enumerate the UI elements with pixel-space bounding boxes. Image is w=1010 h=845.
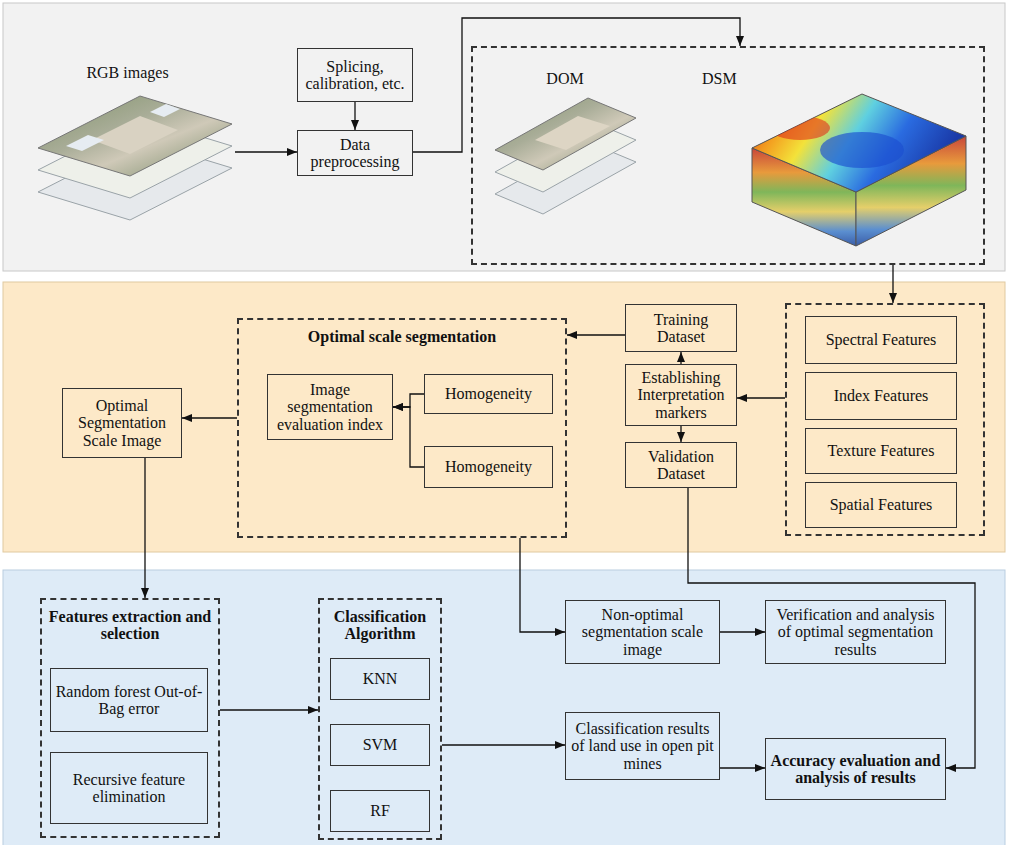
box-label: Index Features xyxy=(834,387,929,404)
flow-arrow xyxy=(720,767,765,768)
figure-label: DSM xyxy=(702,70,972,87)
process-box: Establishing Interpretation markers xyxy=(625,364,737,426)
process-box: Recursive feature elimination xyxy=(50,752,208,824)
flow-arrow xyxy=(393,407,424,467)
figure-label: RGB images xyxy=(20,64,235,81)
box-label: Texture Features xyxy=(828,442,935,459)
process-box: Index Features xyxy=(805,372,957,420)
flow-arrow xyxy=(737,397,785,398)
flow-arrow xyxy=(413,18,740,152)
box-label: Optimal Segmentation Scale Image xyxy=(67,397,177,449)
box-label: Random forest Out-of-Bag error xyxy=(55,683,203,718)
process-box: Splicing, calibration, etc. xyxy=(297,48,413,102)
box-label: SVM xyxy=(363,736,398,753)
box-label: Accuracy evaluation and analysis of resu… xyxy=(770,752,941,787)
flow-arrow xyxy=(688,488,975,768)
process-box: Spectral Features xyxy=(805,316,957,364)
process-box: Validation Dataset xyxy=(625,442,737,488)
flow-arrow xyxy=(144,458,145,598)
flow-arrow xyxy=(235,151,297,152)
process-box: Texture Features xyxy=(805,428,957,474)
process-box: Classification results of land use in op… xyxy=(565,712,720,780)
input-band xyxy=(3,3,1005,271)
box-label: Verification and analysis of optimal seg… xyxy=(770,606,941,658)
flow-arrow xyxy=(892,265,893,303)
process-box: Homogeneity xyxy=(424,374,553,414)
flow-arrow xyxy=(442,744,565,745)
image-detail xyxy=(66,135,104,151)
process-box: Optimal Segmentation Scale Image xyxy=(62,388,182,458)
group-heading: Optimal scale segmentation xyxy=(245,328,559,345)
dashed-group: Features extraction and selectionRandom … xyxy=(40,598,220,838)
process-box: Accuracy evaluation and analysis of resu… xyxy=(765,738,946,800)
dashed-group: Optimal scale segmentationImage segmenta… xyxy=(237,318,567,538)
process-box: Verification and analysis of optimal seg… xyxy=(765,600,946,664)
flow-arrow xyxy=(567,334,625,335)
process-box: Homogeneity xyxy=(424,446,553,488)
dsm-high xyxy=(770,116,830,140)
dashed-group: DOM DSM xyxy=(471,46,985,265)
process-box: RF xyxy=(330,790,430,832)
flow-arrow xyxy=(680,352,681,364)
image-detail xyxy=(92,116,178,154)
flow-arrow xyxy=(220,709,318,710)
flow-arrow xyxy=(720,631,765,632)
process-box: Spatial Features xyxy=(805,482,957,528)
process-box: Random forest Out-of-Bag error xyxy=(50,668,208,732)
box-label: Image segmentation evaluation index xyxy=(272,381,388,433)
process-box: Non-optimal segmentation scale image xyxy=(565,600,720,664)
image-detail xyxy=(535,116,610,150)
box-label: Classification results of land use in op… xyxy=(570,720,715,772)
image-figure: DOM xyxy=(490,66,640,236)
box-label: Establishing Interpretation markers xyxy=(630,369,732,421)
box-label: Homogeneity xyxy=(445,458,532,475)
process-box: Data preprocessing xyxy=(297,130,413,176)
segmentation-band xyxy=(3,282,1005,552)
classification-band xyxy=(3,570,1005,845)
process-box: Training Dataset xyxy=(625,304,737,352)
image-figure: DSM xyxy=(688,66,972,256)
image-figure: RGB images xyxy=(20,60,235,238)
box-label: RF xyxy=(370,802,390,819)
dsm-surface xyxy=(752,94,966,192)
flow-arrow xyxy=(182,417,237,418)
box-label: Spectral Features xyxy=(826,331,937,348)
dom-image-stack xyxy=(495,98,636,214)
process-box: KNN xyxy=(330,658,430,700)
image-layer xyxy=(495,98,636,170)
figure-label: DOM xyxy=(490,70,640,87)
box-label: Homogeneity xyxy=(445,385,532,402)
group-heading: Classification Algorithm xyxy=(326,608,434,643)
rgb-image-stack xyxy=(38,96,232,220)
dsm-pit xyxy=(820,132,904,168)
image-layer xyxy=(38,96,232,176)
box-label: Non-optimal segmentation scale image xyxy=(570,606,715,658)
box-label: Spatial Features xyxy=(830,496,933,513)
group-heading: Features extraction and selection xyxy=(48,608,212,643)
process-box: Image segmentation evaluation index xyxy=(267,374,393,440)
box-label: Recursive feature elimination xyxy=(55,771,203,806)
process-box: SVM xyxy=(330,724,430,766)
dsm-block xyxy=(752,94,966,246)
dashed-group: Classification AlgorithmKNN SVM RF xyxy=(318,598,442,840)
box-label: KNN xyxy=(363,670,398,687)
dashed-group: Spectral FeaturesIndex FeaturesTexture F… xyxy=(785,303,985,536)
flow-arrow xyxy=(354,102,355,130)
dsm-relief xyxy=(770,116,904,168)
flow-arrow xyxy=(680,426,681,442)
flow-arrow xyxy=(520,538,565,632)
box-label: Training Dataset xyxy=(630,311,732,346)
image-detail xyxy=(150,104,180,117)
flow-arrow xyxy=(393,394,424,407)
box-label: Validation Dataset xyxy=(630,448,732,483)
box-label: Splicing, calibration, etc. xyxy=(302,58,408,93)
box-label: Data preprocessing xyxy=(302,136,408,171)
